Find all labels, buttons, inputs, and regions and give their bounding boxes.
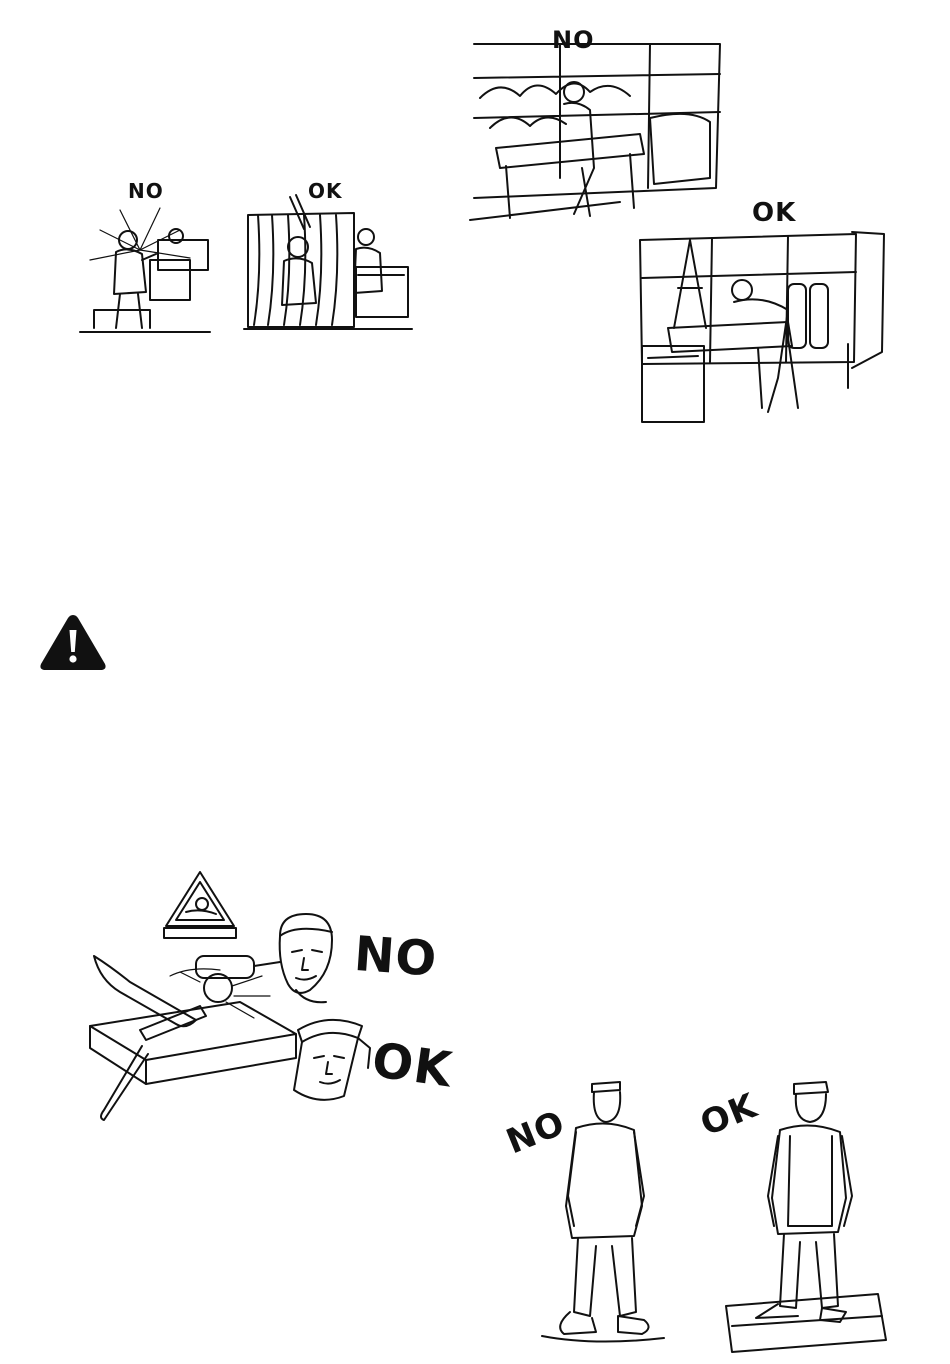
unprotected-face-illustration — [266, 906, 346, 1006]
workshop-with-extraction-illustration — [638, 228, 888, 423]
workshop-without-extraction-illustration — [470, 38, 730, 223]
face-shield-illustration — [288, 1008, 378, 1108]
warning-triangle-icon — [38, 612, 108, 672]
worker-with-protective-clothing-illustration — [722, 1076, 892, 1356]
worker-without-protective-clothing-illustration — [534, 1076, 670, 1358]
fume-extraction-ok-label: OK — [752, 200, 796, 226]
caution-sign-icon — [160, 868, 240, 940]
welding-without-screen-illustration — [80, 200, 220, 340]
grinding-ok-label: OK — [369, 1036, 455, 1095]
grinding-no-label: NO — [353, 930, 439, 984]
welding-screen-no-label: NO — [128, 181, 164, 201]
welding-with-screen-illustration — [244, 195, 414, 335]
